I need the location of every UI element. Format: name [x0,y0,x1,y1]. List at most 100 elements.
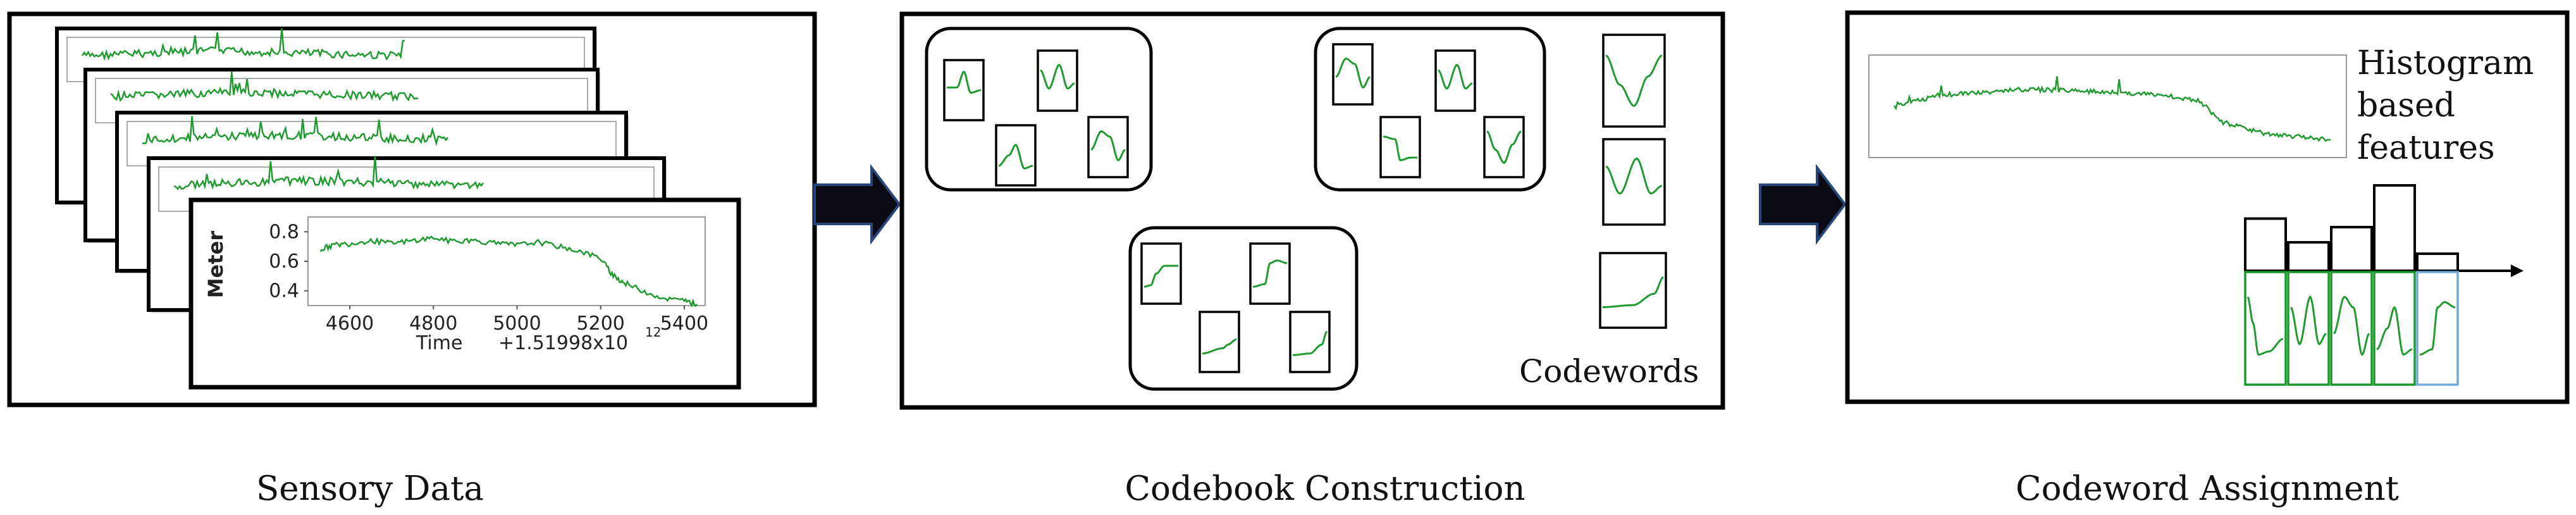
codeword-curve [947,70,982,94]
sensory-data-panel: Meter 0.8 0.6 0.4 4600 4800 5000 5200 5400 Tim… [7,11,817,508]
codeword-curve [1335,58,1371,89]
cluster-member [943,59,985,121]
cluster-member [1037,49,1078,112]
codeword [1602,138,1666,226]
codeword-frame [1249,242,1291,305]
histogram-bar [2416,252,2459,272]
assignment-signal-box [1868,54,2347,158]
codeword-curve [2333,295,2370,356]
codeword-frame [2373,271,2416,386]
codeword-curve [1252,259,1288,288]
card-signal-line [110,71,419,102]
cluster-member [1249,242,1291,305]
codeword-frame [2287,271,2330,386]
codebook-caption: Codebook Construction [1125,469,1525,508]
y-tick-label: 0.6 [269,251,299,273]
codeword-curve [1383,135,1417,161]
arrow-right-2 [1759,164,1847,245]
codeword-clusters [925,27,1546,391]
x-tick-label: 4600 [326,313,374,335]
codeword-frame [1434,49,1476,112]
assigned-codeword-cell [2416,271,2459,386]
cluster-member [995,124,1037,187]
assignment-signal-path [1893,76,2331,142]
meter-series-line [319,235,698,307]
codewords-label: Codewords [1519,353,1699,390]
x-axis-label: Time [416,332,462,354]
cluster-member [1140,242,1182,305]
codeword-curve [1143,264,1178,288]
cluster-member [1434,49,1476,112]
sensory-caption: Sensory Data [256,469,484,508]
codeword-cluster [925,27,1153,192]
codeword-frame [1599,252,1667,329]
assignment-panel: Histogram based features Codeword Assign… [1845,10,2570,508]
cluster-member [1379,116,1421,178]
x-tick-labels: 4600 4800 5000 5200 5400 [326,306,708,335]
codeword [1599,252,1667,329]
codeword-frame [2416,271,2459,386]
x-tick-label: 5000 [493,313,541,335]
codeword-frame [1037,49,1078,112]
cluster-member [1332,43,1374,106]
codeword-curve [1605,54,1663,108]
codeword-frame [995,124,1037,187]
x-axis-offset: +1.51998x10 [498,332,628,354]
codeword-curve [2289,295,2327,346]
feature-histogram [2244,184,2524,277]
x-axis-offset-exponent: 12 [645,325,661,340]
assigned-codeword-cells [2244,271,2459,386]
cluster-member [1199,311,1240,373]
y-tick-label: 0.8 [269,221,299,243]
cluster-member [1087,116,1129,178]
histogram-bar [2330,226,2373,272]
histogram-axis-arrow [2511,264,2524,277]
codeword-curve [998,144,1033,170]
codeword-list [1599,34,1667,329]
codeword-frame [2330,271,2373,386]
codeword-frame [2244,271,2287,386]
codeword-frame [1087,116,1129,178]
cluster-member [1483,116,1525,178]
codeword-frame [1602,34,1666,128]
assigned-codeword-cell [2244,271,2287,386]
codeword-frame [1332,43,1374,106]
card-signal-line [173,156,484,190]
codeword-frame [1379,116,1421,178]
codeword-curve [1202,338,1237,355]
assigned-codeword-cell [2287,271,2330,386]
codeword-curve [1090,130,1126,162]
front-plot-card: Meter 0.8 0.6 0.4 4600 4800 5000 5200 5400 Tim… [188,197,741,390]
codeword-curve [1486,130,1522,164]
codeword-curve [1040,63,1075,90]
codeword-curve [2419,301,2456,356]
card-signal-line [142,116,448,146]
histogram-bar [2373,184,2416,272]
histogram-label-line-3: features [2357,129,2495,167]
codeword-frame [1140,242,1182,305]
codeword-curve [1438,63,1473,90]
x-tick-label: 5200 [577,313,625,335]
codeword-cluster [1314,27,1546,192]
x-tick-label: 5400 [660,313,708,335]
histogram-bar [2287,241,2330,272]
y-axis-label: Meter [204,231,228,299]
codeword-cluster [1128,226,1359,391]
y-tick-label: 0.4 [269,280,299,302]
arrow-right-1 [813,164,901,245]
y-tick-labels: 0.8 0.6 0.4 [269,221,308,302]
codebook-panel: Codewords Codebook Construction [899,11,1725,508]
assigned-codeword-cell [2373,271,2416,386]
meter-series-path [319,235,698,307]
assignment-signal-line [1893,76,2331,142]
codeword-curve [1605,157,1663,195]
codeword-frame [1602,138,1666,226]
codeword-curve [1603,276,1664,308]
x-tick-label: 4800 [409,313,457,335]
histogram-label-line-1: Histogram [2357,44,2534,82]
cluster-member [1289,311,1331,373]
codeword-curve [2246,296,2284,356]
codeword-curve [1292,330,1328,356]
assignment-caption: Codeword Assignment [2016,469,2399,508]
